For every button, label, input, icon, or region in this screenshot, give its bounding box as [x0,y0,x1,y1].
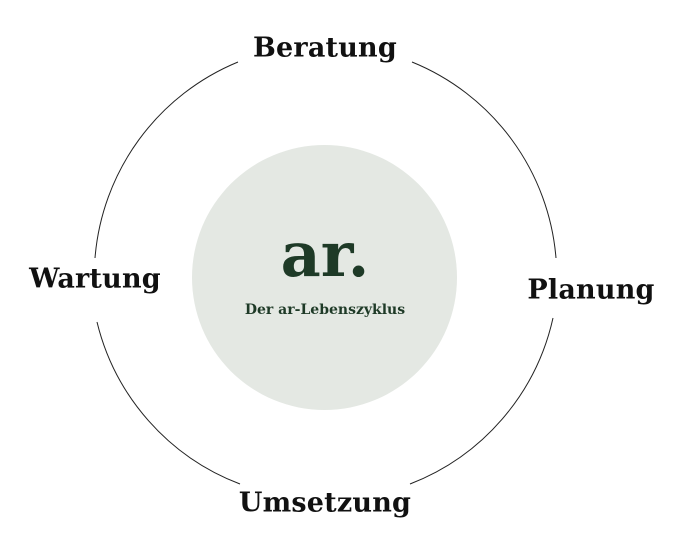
cycle-arc-top-right [411,61,557,259]
stage-label-wartung: Wartung [29,263,161,295]
center-caption: Der ar-Lebenszyklus [244,302,406,318]
stage-label-umsetzung: Umsetzung [238,487,412,519]
center-disc [192,145,457,410]
cycle-arc-top-left [94,61,239,259]
ar-logo: ar. [281,228,370,288]
ar-logo-text: ar. [281,228,370,288]
cycle-arc-bottom-right [409,317,554,485]
cycle-arc-bottom-left [96,321,241,485]
stage-label-planung: Planung [527,274,655,306]
stage-label-beratung: Beratung [253,32,397,64]
